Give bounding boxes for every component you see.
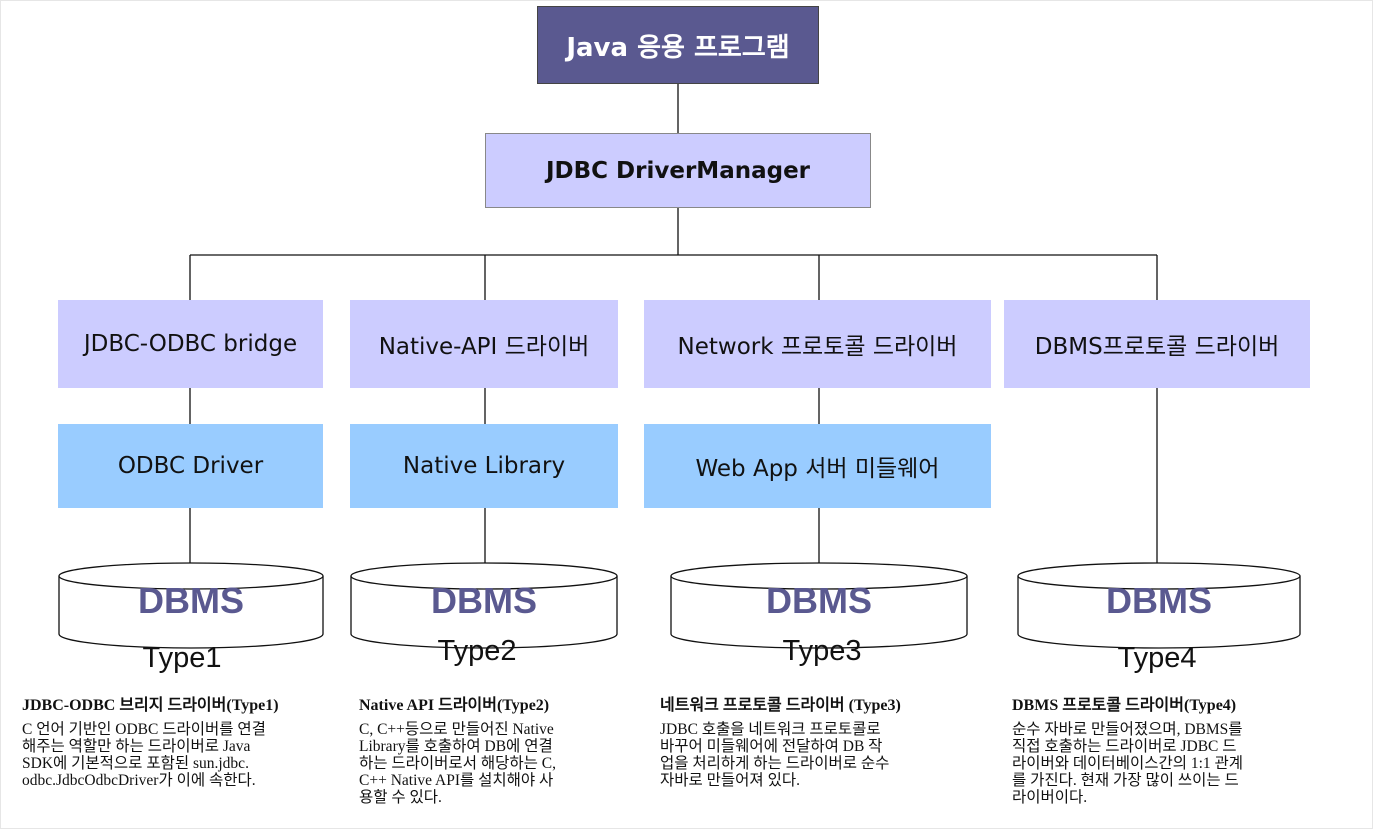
description-line: 라이버이다. (1012, 789, 1088, 806)
dbms-label: DBMS (1106, 580, 1212, 621)
description-title-type1: JDBC-ODBC 브리지 드라이버(Type1) (22, 697, 279, 714)
dbms-label: DBMS (766, 580, 872, 621)
description-line: C, C++등으로 만들어진 Native (359, 721, 554, 738)
description-line: 해주는 역할만 하는 드라이버로 Java (22, 738, 251, 755)
description-line: 하는 드라이버로서 해당하는 C, (359, 755, 556, 772)
type-label-4: Type4 (1117, 642, 1197, 674)
driver-label-type2: Native-API 드라이버 (378, 334, 590, 360)
driver-manager-label: JDBC DriverManager (545, 157, 811, 184)
description-line: JDBC 호출을 네트워크 프로토콜로 (660, 721, 881, 738)
driver-label-type3: Network 프로토콜 드라이버 (677, 334, 958, 360)
description-line: 바꾸어 미들웨어에 전달하여 DB 작 (660, 738, 883, 755)
description-body-type4: 순수 자바로 만들어졌으며, DBMS를 직접 호출하는 드라이버로 JDBC … (1012, 721, 1352, 806)
driver-box-type1: JDBC-ODBC bridge (58, 300, 323, 388)
description-line: 라이버와 데이터베이스간의 1:1 관계 (1012, 755, 1244, 772)
dbms-cylinder-type4: DBMS (1017, 562, 1301, 650)
description-body-type1: C 언어 기반인 ODBC 드라이버를 연결 해주는 역할만 하는 드라이버로 … (22, 721, 297, 789)
database-icon (58, 562, 324, 649)
dbms-cylinder-type3: DBMS (670, 562, 968, 650)
dbms-cylinder-type1: DBMS (58, 562, 324, 650)
library-label-type3: Web App 서버 미들웨어 (695, 456, 940, 482)
dbms-label: DBMS (431, 580, 537, 621)
driver-manager-box: JDBC DriverManager (485, 133, 871, 208)
description-line: odbc.JdbcOdbcDriver가 이에 속한다. (22, 772, 256, 789)
driver-box-type3: Network 프로토콜 드라이버 (644, 300, 991, 388)
library-box-type3: Web App 서버 미들웨어 (644, 424, 991, 508)
description-title-type2: Native API 드라이버(Type2) (359, 697, 550, 714)
type-label-1: Type1 (142, 642, 222, 674)
java-application-box: Java 응용 프로그램 (537, 6, 819, 84)
description-body-type2: C, C++등으로 만들어진 Native Library를 호출하여 DB에 … (359, 721, 634, 806)
type-label-2: Type2 (437, 635, 517, 667)
description-line: 직접 호출하는 드라이버로 JDBC 드 (1012, 738, 1237, 755)
dbms-cylinder-type2: DBMS (350, 562, 618, 650)
database-icon (670, 562, 968, 649)
description-line: 자바로 만들어져 있다. (660, 772, 800, 789)
java-application-label: Java 응용 프로그램 (566, 32, 790, 63)
driver-label-type4: DBMS프로토콜 드라이버 (1034, 334, 1280, 360)
description-line: 순수 자바로 만들어졌으며, DBMS를 (1012, 721, 1243, 738)
description-line: C 언어 기반인 ODBC 드라이버를 연결 (22, 721, 266, 738)
library-box-type2: Native Library (350, 424, 618, 508)
description-line: SDK에 기본적으로 포함된 sun.jdbc. (22, 755, 249, 772)
description-line: C++ Native API를 설치해야 사 (359, 772, 554, 789)
description-line: 용할 수 있다. (359, 789, 442, 806)
dbms-label: DBMS (138, 580, 244, 621)
description-title-type4: DBMS 프로토콜 드라이버(Type4) (1012, 697, 1237, 714)
library-label-type1: ODBC Driver (117, 453, 264, 479)
database-icon (350, 562, 618, 649)
description-line: Library를 호출하여 DB에 연결 (359, 738, 553, 755)
database-icon (1017, 562, 1301, 649)
driver-label-type1: JDBC-ODBC bridge (83, 331, 298, 357)
driver-box-type4: DBMS프로토콜 드라이버 (1004, 300, 1310, 388)
description-line: 업을 처리하게 하는 드라이버로 순수 (660, 755, 890, 772)
type-label-3: Type3 (782, 635, 862, 667)
description-body-type3: JDBC 호출을 네트워크 프로토콜로 바꾸어 미들웨어에 전달하여 DB 작 … (660, 721, 980, 789)
library-label-type2: Native Library (402, 453, 566, 479)
description-line: 를 가진다. 현재 가장 많이 쓰이는 드 (1012, 772, 1239, 789)
library-box-type1: ODBC Driver (58, 424, 323, 508)
driver-box-type2: Native-API 드라이버 (350, 300, 618, 388)
description-title-type3: 네트워크 프로토콜 드라이버 (Type3) (660, 697, 901, 714)
